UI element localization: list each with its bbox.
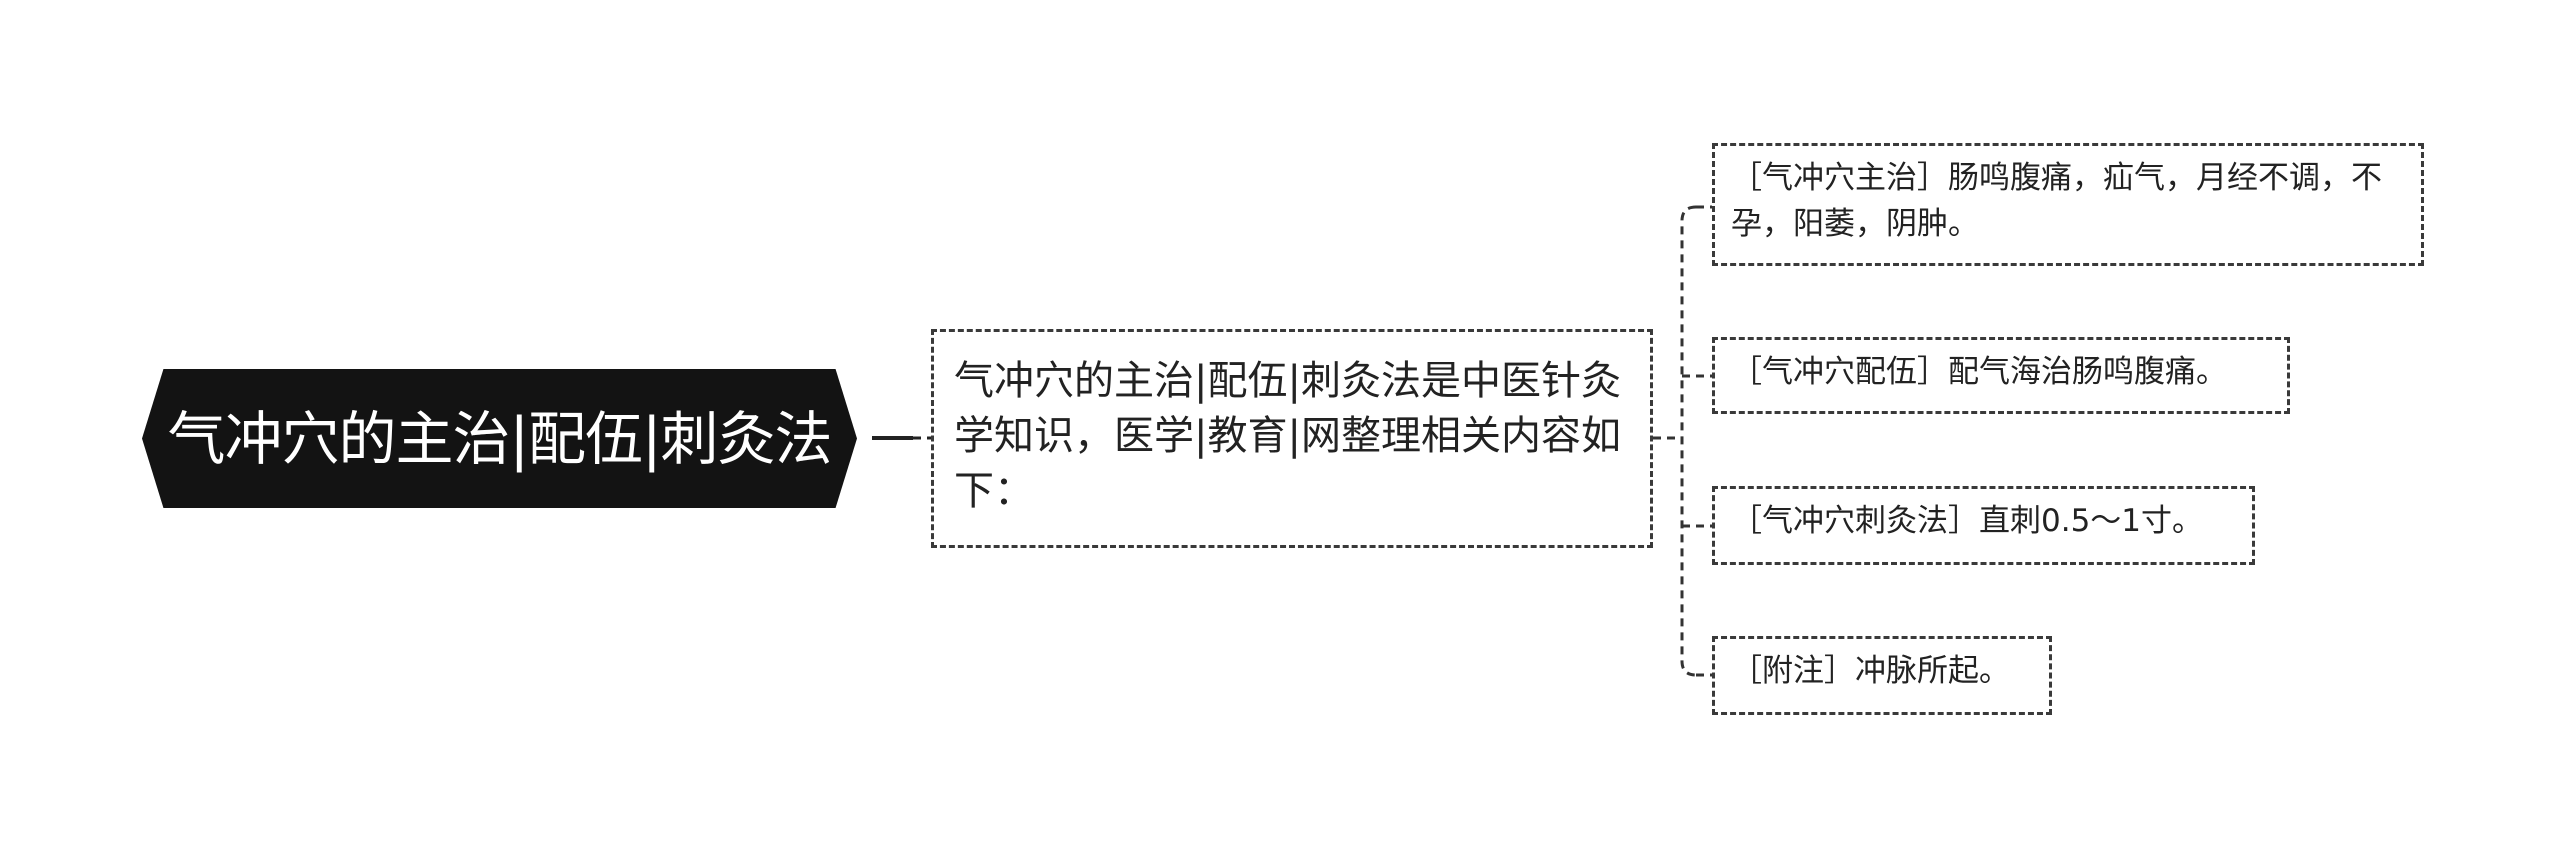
summary-text: 气冲穴的主治|配伍|刺灸法是中医针灸学知识，医学|教育|网整理相关内容如下： [954,358,1621,514]
summary-node[interactable]: 气冲穴的主治|配伍|刺灸法是中医针灸学知识，医学|教育|网整理相关内容如下： [931,329,1653,548]
leaf-text: ［气冲穴主治］肠鸣腹痛，疝气，月经不调，不孕，阳萎，阴肿。 [1731,160,2382,242]
leaf-node-indications[interactable]: ［气冲穴主治］肠鸣腹痛，疝气，月经不调，不孕，阳萎，阴肿。 [1712,143,2424,266]
leaf-text: ［附注］冲脉所起。 [1731,653,2010,689]
leaf-text: ［气冲穴配伍］配气海治肠鸣腹痛。 [1731,354,2227,390]
leaf-node-combination[interactable]: ［气冲穴配伍］配气海治肠鸣腹痛。 [1712,337,2290,414]
leaf-node-note[interactable]: ［附注］冲脉所起。 [1712,636,2052,715]
branch-trunk [1680,205,1697,677]
root-node[interactable]: 气冲穴的主治|配伍|刺灸法 [142,369,857,508]
leaf-text: ［气冲穴刺灸法］直刺0.5～1寸。 [1731,503,2204,539]
root-label: 气冲穴的主治|配伍|刺灸法 [167,404,832,473]
leaf-node-needling[interactable]: ［气冲穴刺灸法］直刺0.5～1寸。 [1712,486,2255,565]
